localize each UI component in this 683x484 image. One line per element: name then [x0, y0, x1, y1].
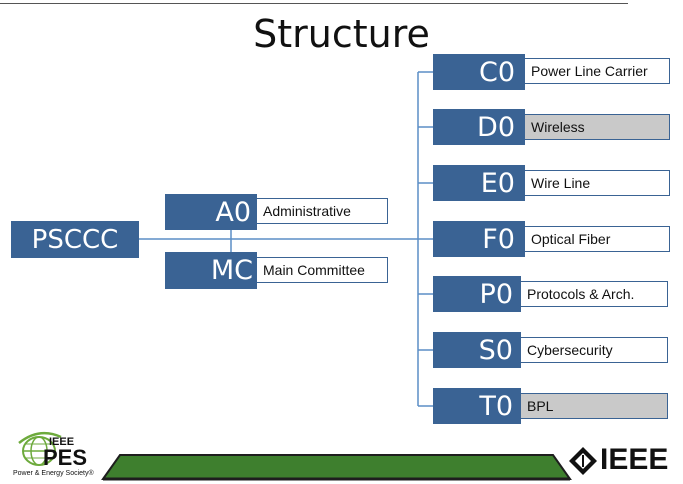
slide-title: Structure [253, 12, 430, 56]
node-code: S0 [478, 334, 513, 366]
node-code: D0 [477, 111, 515, 143]
node-label-p0: Protocols & Arch. [520, 281, 668, 307]
node-p0: P0 [433, 276, 521, 312]
top-rule [0, 3, 628, 4]
pes-tagline: Power & Energy Society® [13, 470, 94, 477]
node-code: E0 [480, 167, 515, 199]
node-c0: C0 [433, 54, 525, 90]
node-code: MC [210, 255, 253, 286]
node-label-e0: Wire Line [524, 170, 670, 196]
node-s0: S0 [433, 332, 521, 368]
node-code: P0 [479, 278, 513, 310]
node-code: A0 [215, 196, 251, 228]
node-label-d0: Wireless [524, 114, 670, 140]
node-e0: E0 [433, 165, 525, 201]
node-code: C0 [478, 56, 515, 88]
node-f0: F0 [433, 221, 525, 257]
ieee-logo-text: IEEE [600, 443, 669, 476]
node-label-t0: BPL [520, 393, 668, 419]
ieee-logo: IEEE [568, 440, 676, 480]
pes-abbr-text: PES [43, 445, 88, 470]
node-label-a0: Administrative [256, 198, 388, 224]
node-t0: T0 [433, 388, 521, 424]
pes-ieee-text: IEEE [49, 436, 75, 448]
node-label-f0: Optical Fiber [524, 226, 670, 252]
node-label-s0: Cybersecurity [520, 337, 668, 363]
pes-globe-icon [18, 431, 62, 466]
footer-bar [101, 454, 572, 481]
node-a0: A0 [165, 194, 257, 230]
root-node-psccc: PSCCC [11, 221, 139, 258]
node-label-c0: Power Line Carrier [524, 58, 670, 84]
node-d0: D0 [433, 109, 525, 145]
node-label-mc: Main Committee [256, 257, 388, 283]
node-code: F0 [482, 223, 515, 255]
ieee-diamond-icon [569, 447, 597, 475]
node-code: T0 [479, 390, 513, 422]
ieee-pes-logo: IEEE PES Power & Energy Society® [13, 421, 103, 479]
node-mc: MC [165, 252, 257, 289]
